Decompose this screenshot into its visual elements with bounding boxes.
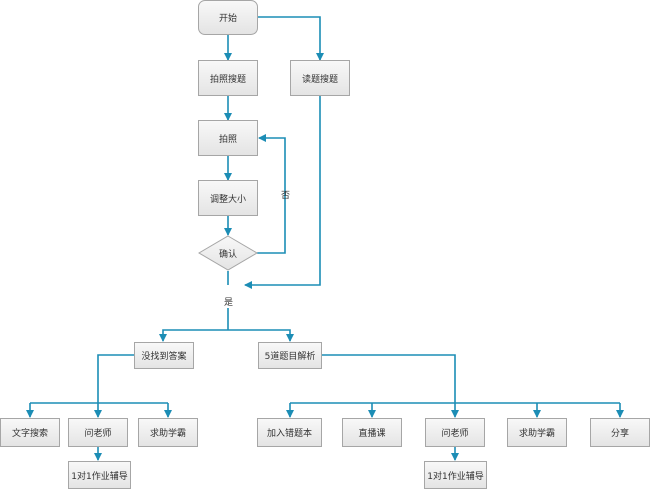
- text-search-node: 文字搜索: [0, 418, 60, 447]
- resize-node: 调整大小: [198, 180, 258, 216]
- edge-not-found-split: [97, 354, 134, 403]
- edge-branch-to-five-analysis: [228, 329, 294, 342]
- help-scholar-right-node: 求助学霸: [507, 418, 567, 447]
- ask-teacher-right-node: 问老师: [425, 418, 485, 447]
- share-node: 分享: [590, 418, 650, 447]
- edge-confirm-no-loop: [257, 134, 286, 254]
- ask-teacher-left-node: 问老师: [68, 418, 128, 447]
- tutoring-right-node: 1对1作业辅导: [424, 461, 487, 489]
- take-photo-node: 拍照: [198, 120, 258, 156]
- confirm-decision-label: 确认: [218, 249, 237, 260]
- photo-search-node: 拍照搜题: [198, 60, 258, 96]
- read-search-node: 读题搜题: [290, 60, 350, 96]
- edge-branch-to-not-found: [159, 329, 228, 342]
- five-analysis-node: 5道题目解析: [258, 342, 322, 369]
- not-found-node: 没找到答案: [134, 342, 194, 369]
- live-class-node: 直播课: [342, 418, 402, 447]
- start-node: 开始: [198, 0, 258, 35]
- edge-label-no: 否: [281, 191, 291, 201]
- edge-start-to-read-search: [258, 16, 324, 61]
- edge-read-search-to-merge: [244, 96, 321, 289]
- add-wrong-book-node: 加入错题本: [257, 418, 322, 447]
- help-scholar-left-node: 求助学霸: [138, 418, 198, 447]
- tutoring-left-node: 1对1作业辅导: [68, 461, 131, 489]
- confirm-diamond-shape: [198, 235, 258, 271]
- edge-five-analysis-split: [322, 354, 456, 403]
- edge-label-yes: 是: [224, 298, 234, 308]
